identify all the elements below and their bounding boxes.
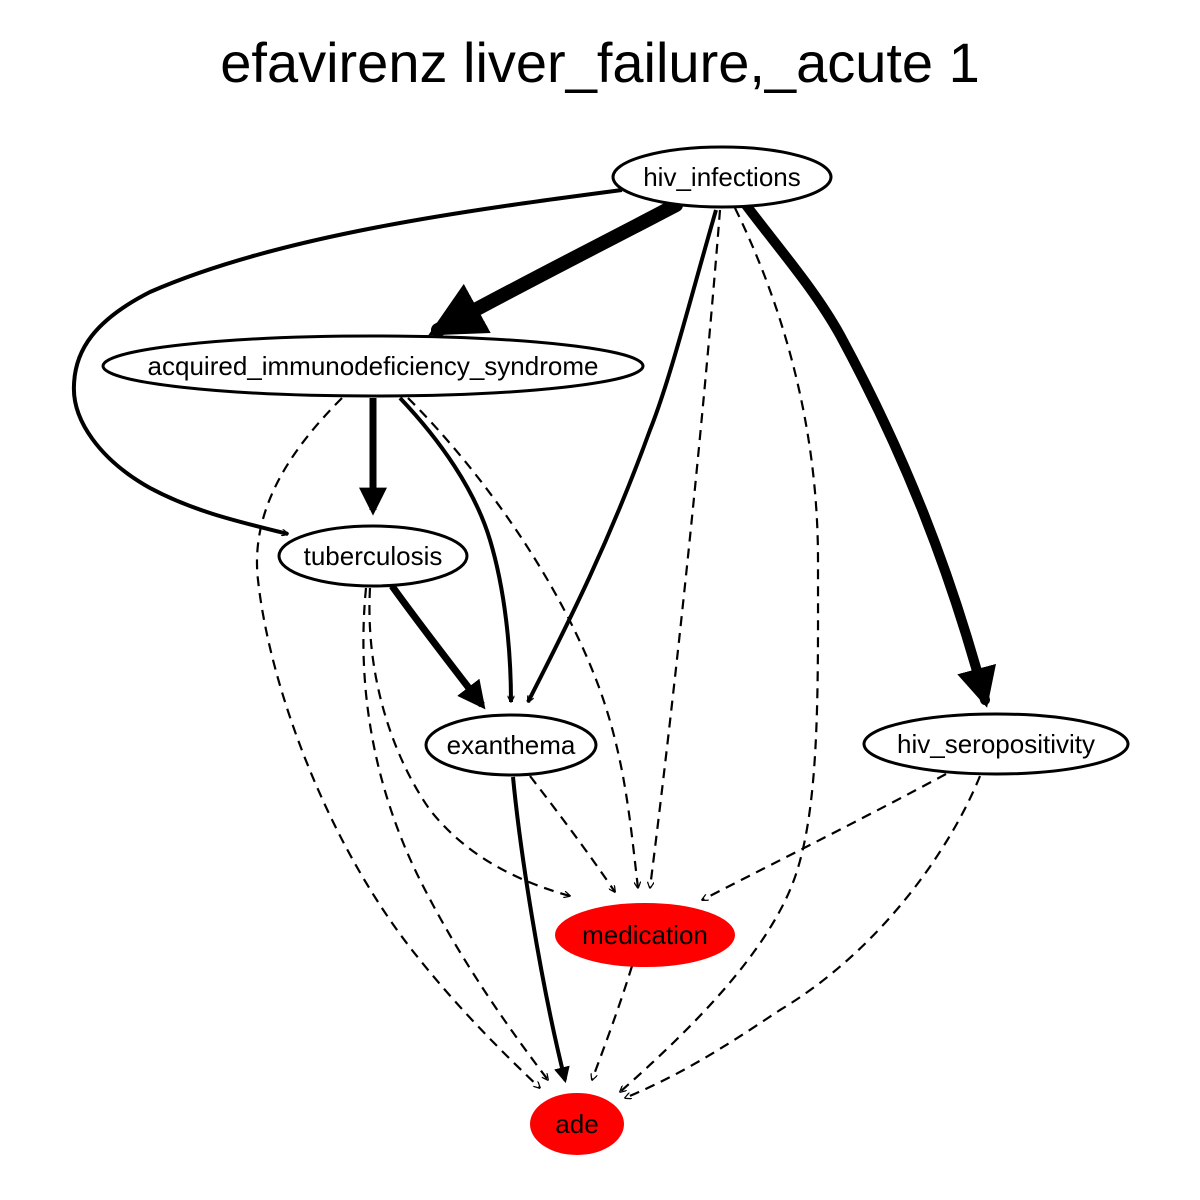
node-label: hiv_infections xyxy=(643,162,801,192)
edge-layer xyxy=(71,188,996,1098)
edge-aids-to-medication xyxy=(407,397,638,888)
edge-hiv-infections-to-medication xyxy=(650,209,722,888)
edge-tuberculosis-to-medication xyxy=(368,587,570,896)
node-tuberculosis: tuberculosis xyxy=(277,524,469,588)
edge-exanthema-to-ade xyxy=(511,776,570,1084)
node-medication: medication xyxy=(555,903,735,967)
node-layer: hiv_infections acquired_immunodeficiency… xyxy=(101,145,1130,1155)
node-hiv-seropositivity: hiv_seropositivity xyxy=(862,712,1130,776)
edge-aids-to-ade xyxy=(255,397,540,1088)
node-label: exanthema xyxy=(447,730,576,760)
node-ade: ade xyxy=(530,1093,624,1155)
node-label: tuberculosis xyxy=(304,541,443,571)
edge-hiv-seropositivity-to-ade xyxy=(625,775,982,1098)
edge-medication-to-ade xyxy=(592,965,634,1080)
edge-hiv-infections-to-exanthema xyxy=(526,209,718,702)
node-label: hiv_seropositivity xyxy=(897,729,1095,759)
edge-exanthema-to-medication xyxy=(529,775,615,892)
edge-hiv-infections-to-tuberculosis xyxy=(71,188,623,534)
edge-tuberculosis-to-exanthema xyxy=(389,583,486,710)
graph-title: efavirenz liver_failure,_acute 1 xyxy=(220,31,980,94)
edge-tuberculosis-to-ade xyxy=(362,587,548,1080)
edge-hiv-seropositivity-to-medication xyxy=(702,773,947,901)
edge-hiv-infections-to-ade xyxy=(620,207,820,1092)
edge-hiv-infections-to-hiv-seropositivity xyxy=(741,200,996,708)
edge-aids-to-exanthema xyxy=(398,396,511,702)
node-label: ade xyxy=(555,1109,598,1139)
node-exanthema: exanthema xyxy=(424,713,598,777)
edge-hiv-infections-to-aids xyxy=(428,198,683,337)
node-acquired-immunodeficiency-syndrome: acquired_immunodeficiency_syndrome xyxy=(101,334,645,398)
node-hiv-infections: hiv_infections xyxy=(611,145,833,209)
node-label: acquired_immunodeficiency_syndrome xyxy=(148,351,599,381)
node-label: medication xyxy=(582,920,708,950)
